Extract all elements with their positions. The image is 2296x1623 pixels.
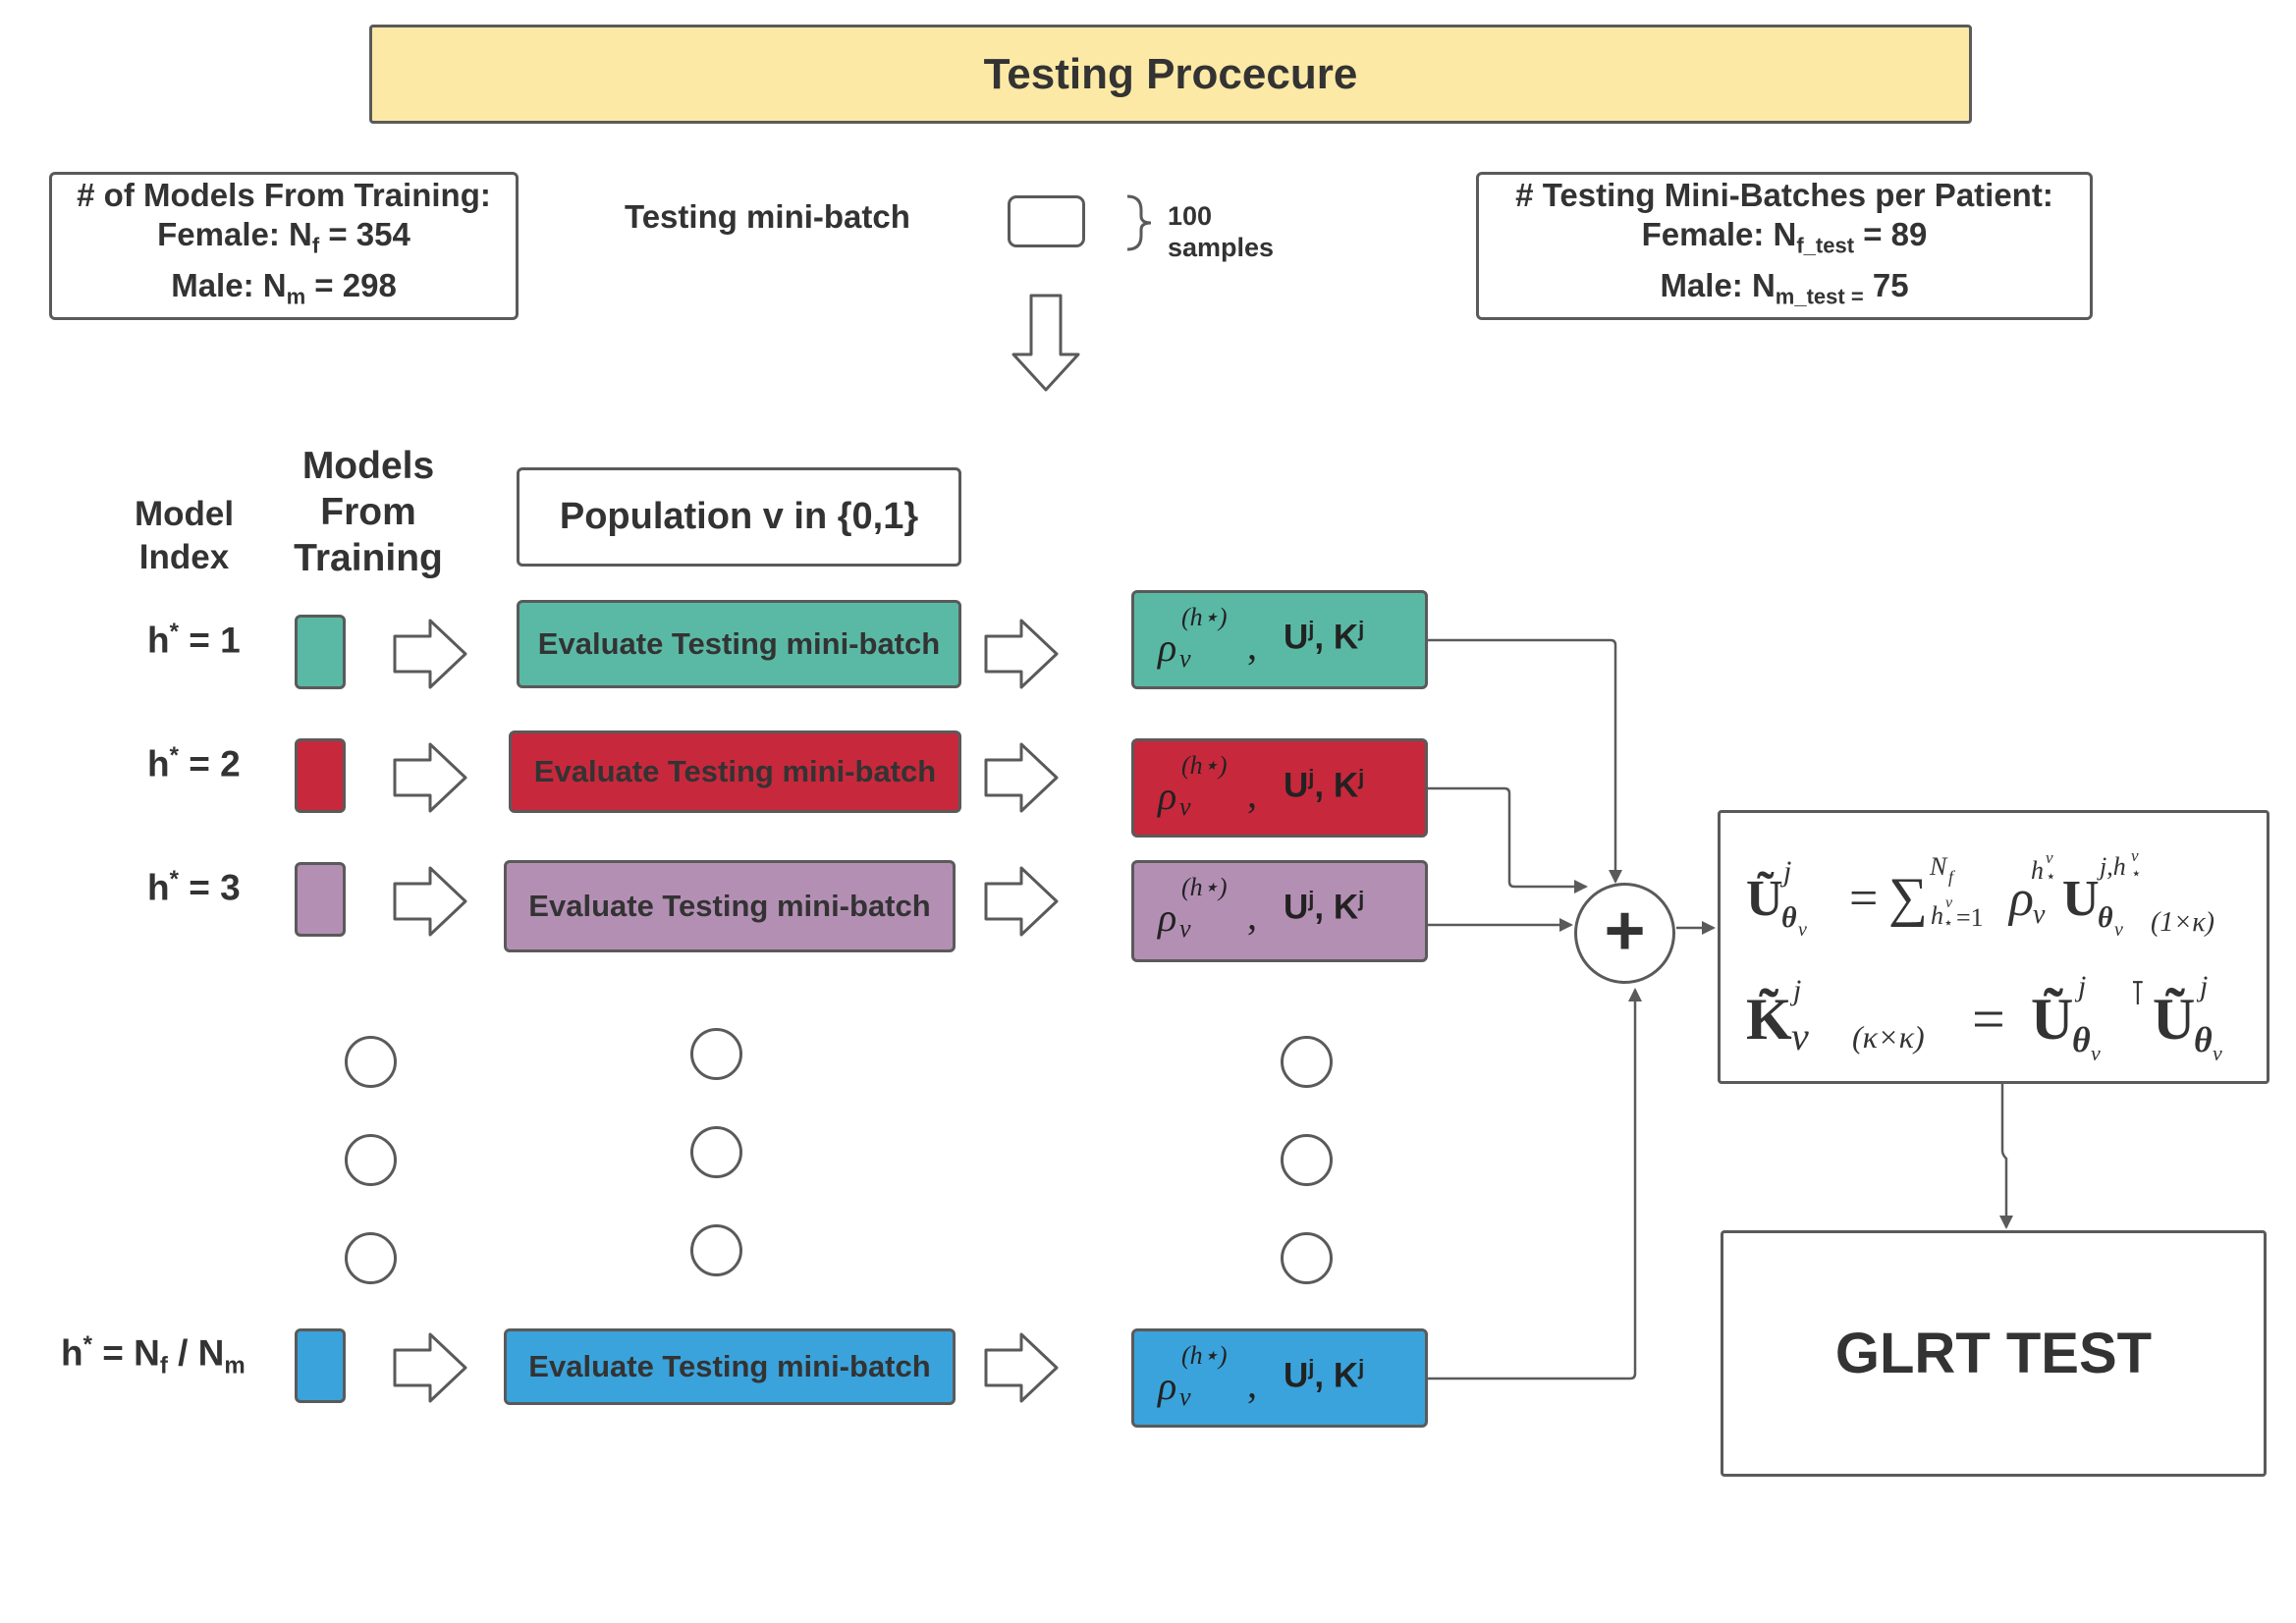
title-text: Testing Procecure [983,49,1358,98]
title-banner: Testing Procecure [369,25,1972,124]
evaluate-label: Evaluate Testing mini-batch [537,626,941,661]
model-index-header: Model Index [134,495,235,576]
model-swatch [295,1328,346,1403]
ellipsis-circle [345,1134,397,1186]
sum-node: + [1574,883,1675,984]
evaluate-box: Evaluate Testing mini-batch [517,600,961,688]
right-arrow-icon [982,864,1061,944]
right-arrow-icon [391,864,469,944]
minibatch-sample-count: 100 samples [1168,201,1275,262]
models-count-female: Female: Nf = 354 [157,215,410,258]
ellipsis-circle [1281,1036,1333,1088]
model-index-label: h* = 1 [147,619,241,661]
evaluate-box: Evaluate Testing mini-batch [504,1328,956,1405]
model-swatch [295,615,346,689]
right-arrow-shape [393,866,467,937]
ellipsis-circle [690,1126,742,1178]
batches-count-heading: # Testing Mini-Batches per Patient: [1515,176,2053,213]
connector-rowN [1428,988,1642,1380]
right-arrow-icon [982,1330,1061,1410]
models-count-heading: # of Models From Training: [77,176,491,213]
formula-k: K̃ j v (κ×κ) = Ũ j θ v ⊺ Ũ j θ v [1746,970,2222,1065]
formula-u: Ũ j θ v = ∑ N f h v ⋆ =1 ρ v h v ⋆ U j,h… [1746,846,2214,941]
connector-formula-glrt [1999,1083,2013,1229]
right-arrow-shape [984,866,1059,937]
ellipsis-circle [345,1232,397,1284]
glrt-test-box: GLRT TEST [1721,1230,2267,1477]
right-arrow-icon [982,617,1061,696]
model-index-label: h* = 3 [147,866,241,908]
right-arrow-shape [393,1332,467,1403]
evaluate-label: Evaluate Testing mini-batch [528,1349,931,1383]
model-index-label: h* = Nf / Nm [61,1331,246,1380]
right-arrow-shape [984,742,1059,813]
right-arrow-shape [393,742,467,813]
connector-row2 [1428,786,1588,893]
ellipsis-circle [690,1028,742,1080]
right-arrow-shape [984,1332,1059,1403]
evaluate-label: Evaluate Testing mini-batch [533,754,937,788]
model-index-label: h* = 2 [147,742,241,784]
right-arrow-shape [984,619,1059,689]
population-header: Population v in {0,1} [517,467,961,567]
model-swatch [295,738,346,813]
evaluate-box: Evaluate Testing mini-batch [509,730,961,813]
down-arrow-icon [1011,294,1080,392]
minibatch-label: Testing mini-batch [625,198,910,235]
right-arrow-icon [391,1330,469,1410]
ellipsis-circle [1281,1134,1333,1186]
model-swatch [295,862,346,937]
brace-icon [1126,194,1152,251]
models-count-male: Male: Nm = 298 [171,266,397,309]
ellipsis-circle [345,1036,397,1088]
models-from-training-header: Models From Training [294,445,443,579]
connector-row1 [1428,638,1622,884]
right-arrow-shape [393,619,467,689]
glrt-test-label: GLRT TEST [1834,1322,2153,1385]
batches-count-male: Male: Nm_test = 75 [1660,266,1909,309]
right-arrow-icon [391,617,469,696]
ellipsis-circle [690,1224,742,1276]
batches-count-box: # Testing Mini-Batches per Patient: Fema… [1476,172,2093,320]
models-count-box: # of Models From Training: Female: Nf = … [49,172,519,320]
formula-box: Ũ j θ v = ∑ N f h v ⋆ =1 ρ v h v ⋆ U j,h… [1718,810,2269,1084]
minibatch-sample-box [1008,195,1085,247]
plus-icon: + [1604,891,1646,970]
evaluate-box: Evaluate Testing mini-batch [504,860,956,952]
evaluate-label: Evaluate Testing mini-batch [528,889,931,923]
right-arrow-icon [391,740,469,820]
ellipsis-circle [1281,1232,1333,1284]
right-arrow-icon [982,740,1061,820]
batches-count-female: Female: Nf_test = 89 [1641,215,1928,258]
